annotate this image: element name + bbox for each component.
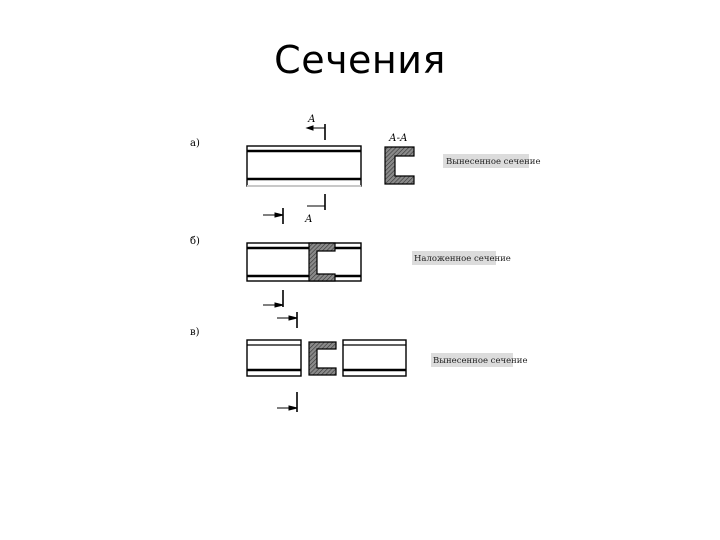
beam-b (246, 242, 362, 282)
panel-c: в) Вынесенное сечение (190, 312, 527, 412)
cut-plane-b-top (263, 208, 284, 224)
caption-c-shadow (431, 353, 513, 367)
cut-plane-c-top (277, 312, 298, 328)
panel-c-label: в) (190, 327, 200, 338)
cut-label-a-top: А (307, 114, 316, 125)
cut-plane-a-bottom (307, 194, 326, 210)
cut-label-a-bottom: А (304, 214, 313, 225)
caption-a-shadow (443, 154, 529, 168)
cut-plane-b-bottom (263, 290, 284, 308)
caption-b: Наложенное сечение (414, 254, 511, 264)
channel-section-a (384, 146, 415, 185)
cut-plane-c-bottom (277, 392, 298, 412)
cut-plane-a-top (305, 124, 326, 140)
caption-a: Вынесенное сечение (446, 157, 540, 167)
panel-a: а) А А А-А Вынесенное сечение (190, 114, 540, 225)
caption-b-shadow (412, 251, 496, 265)
beam-c-right (342, 339, 407, 377)
channel-section-c (308, 341, 337, 376)
beam-a (246, 145, 362, 187)
panel-b-label: б) (190, 236, 200, 247)
caption-c: Вынесенное сечение (433, 356, 527, 366)
beam-c-left (246, 339, 302, 377)
panel-b: б) Наложенное сечение (190, 208, 511, 308)
slide-title: Сечения (274, 38, 446, 82)
panel-a-label: а) (190, 138, 200, 149)
section-label-aa: А-А (388, 133, 408, 144)
channel-section-b (308, 242, 336, 282)
